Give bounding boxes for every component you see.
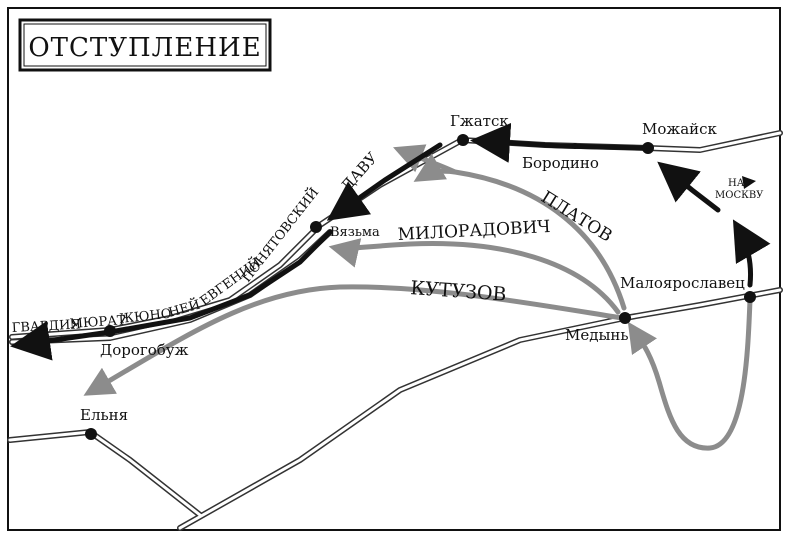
city-marker-icon (310, 221, 322, 233)
label-maloyaroslavets: Малоярославец (620, 274, 745, 292)
city-marker-icon (642, 142, 654, 154)
label-to-moscow-1: НА (728, 178, 745, 189)
title-box: ОТСТУПЛЕНИЕ (18, 18, 272, 72)
label-medyn: Медынь (565, 326, 629, 344)
city-markers (85, 134, 756, 440)
map-title: ОТСТУПЛЕНИЕ (28, 33, 261, 63)
route-malo-north (732, 219, 771, 288)
label-elnya: Ельня (80, 406, 128, 424)
route-mozhaisk-gzhatsk (470, 122, 648, 163)
label-vyazma: Вязьма (330, 225, 380, 240)
label-to-moscow-2: МОСКВУ (715, 190, 764, 201)
french-route (10, 122, 771, 361)
route-kutuzov (83, 284, 625, 396)
label-junot: ЖЮНО (119, 307, 172, 327)
russian-routes (83, 144, 753, 451)
route-kutuzov-loop (627, 297, 753, 451)
map-border (7, 7, 781, 531)
city-marker-icon (744, 291, 756, 303)
label-guard: ГВАРДИЯ (11, 317, 81, 336)
route-platov (413, 153, 627, 311)
label-dorogobuzh: Дорогобуж (100, 341, 189, 359)
city-marker-icon (85, 428, 97, 440)
route-davout (326, 142, 443, 221)
city-marker-icon (619, 312, 631, 324)
city-marker-icon (572, 143, 578, 149)
route-miloradovich (328, 238, 621, 315)
route-platov-2 (393, 144, 458, 175)
route-malo-mozhaisk (657, 161, 721, 213)
label-mozhaisk: Можайск (642, 120, 718, 138)
city-marker-icon (104, 325, 116, 337)
city-marker-icon (457, 134, 469, 146)
label-gzhatsk: Гжатск (450, 112, 509, 130)
label-murat: МЮРАТ (69, 313, 126, 332)
label-borodino: Бородино (522, 154, 599, 172)
route-retreat-main (10, 229, 333, 361)
to-moscow-arrow-icon (742, 176, 756, 189)
